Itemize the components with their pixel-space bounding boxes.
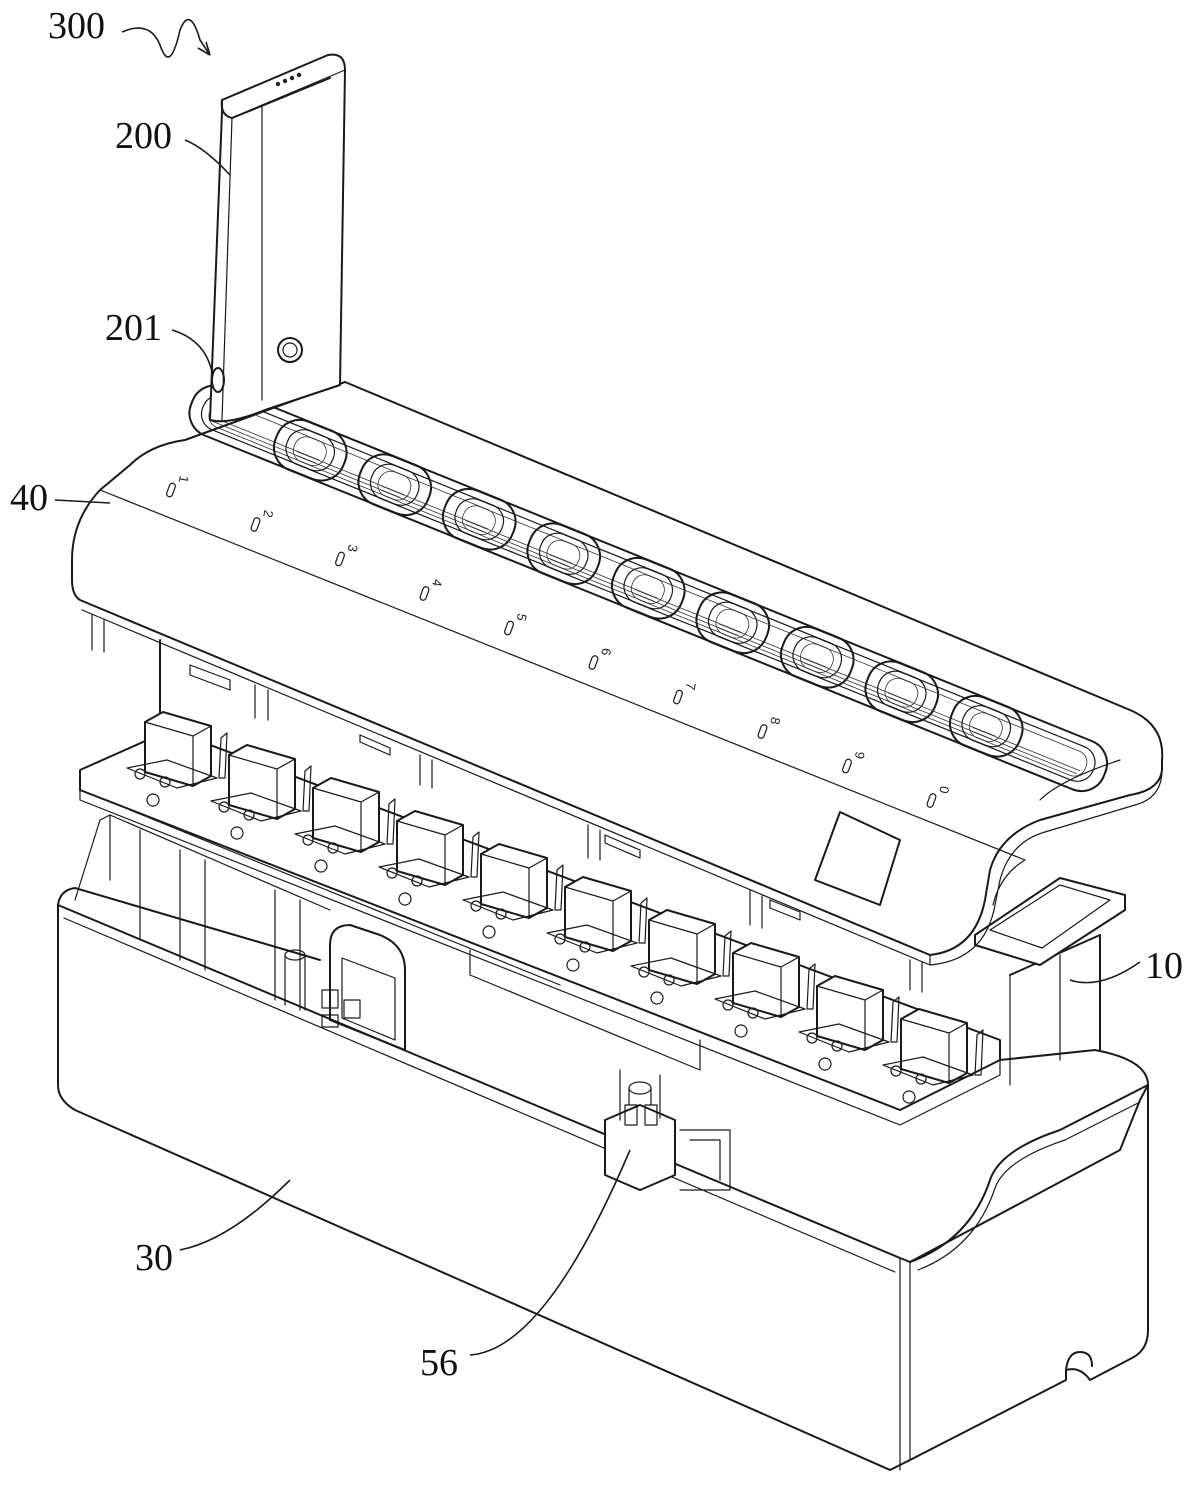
ref-numeral-30: 30 bbox=[135, 1237, 173, 1279]
slot-indicator-icon bbox=[419, 586, 430, 601]
relay bbox=[378, 810, 480, 906]
relay-group bbox=[126, 711, 984, 1104]
relay bbox=[210, 744, 312, 840]
led-indicator-icon bbox=[296, 72, 302, 78]
base-housing bbox=[57, 887, 1149, 1471]
power-socket bbox=[604, 1069, 731, 1191]
slot-number-label: 8 bbox=[767, 716, 783, 726]
relay bbox=[126, 711, 228, 807]
relay bbox=[714, 942, 816, 1038]
top-cover bbox=[71, 381, 1164, 993]
circuit-board bbox=[79, 639, 1126, 1126]
charging-slot bbox=[948, 694, 1109, 793]
relay bbox=[630, 909, 732, 1005]
charging-slot bbox=[272, 418, 433, 517]
charging-port-icon bbox=[211, 367, 225, 393]
relay bbox=[462, 843, 564, 939]
slot-indicator-icon bbox=[166, 482, 176, 498]
relay bbox=[294, 777, 396, 873]
relay bbox=[546, 876, 648, 972]
led-indicator-icon bbox=[289, 75, 295, 81]
relay bbox=[798, 975, 900, 1071]
slot-indicator-icon bbox=[504, 620, 514, 636]
slot-indicator-icon bbox=[335, 551, 345, 567]
led-indicator-icon bbox=[282, 78, 288, 84]
ref-numeral-56: 56 bbox=[420, 1342, 458, 1384]
battery bbox=[209, 53, 346, 423]
slot-number-label: 9 bbox=[852, 750, 868, 760]
ref-numeral-200: 200 bbox=[115, 115, 172, 157]
led-indicator-icon bbox=[275, 81, 281, 87]
charging-slot bbox=[610, 556, 771, 655]
slot-number-label: 0 bbox=[936, 785, 952, 795]
slot-number-label: 4 bbox=[429, 578, 445, 588]
slot-number-label: 7 bbox=[683, 681, 699, 691]
slot-indicator-icon bbox=[842, 758, 852, 774]
charging-slot bbox=[695, 591, 855, 689]
base-internals bbox=[74, 814, 406, 1051]
leader-lines bbox=[54, 18, 1141, 1356]
relay bbox=[882, 1008, 984, 1104]
slot-number-label: 2 bbox=[260, 509, 276, 519]
power-button-icon bbox=[277, 337, 303, 363]
slot-indicator-icon bbox=[757, 724, 768, 739]
ref-numeral-300: 300 bbox=[48, 5, 105, 47]
charging-slot bbox=[526, 522, 686, 620]
slot-indicator-icon bbox=[926, 793, 937, 808]
slot-indicator-icon bbox=[250, 517, 261, 532]
ref-numeral-201: 201 bbox=[105, 307, 162, 349]
slot-number-label: 1 bbox=[176, 474, 192, 484]
slot-indicator-icon bbox=[673, 689, 683, 705]
ref-numeral-40: 40 bbox=[10, 477, 48, 519]
slot-number-label: 3 bbox=[345, 543, 361, 553]
slot-number-label: 5 bbox=[514, 612, 530, 622]
slot-indicator-icon bbox=[588, 655, 599, 670]
ref-numeral-10: 10 bbox=[1145, 945, 1183, 987]
display-window bbox=[814, 811, 901, 906]
slot-number-label: 6 bbox=[598, 647, 614, 657]
